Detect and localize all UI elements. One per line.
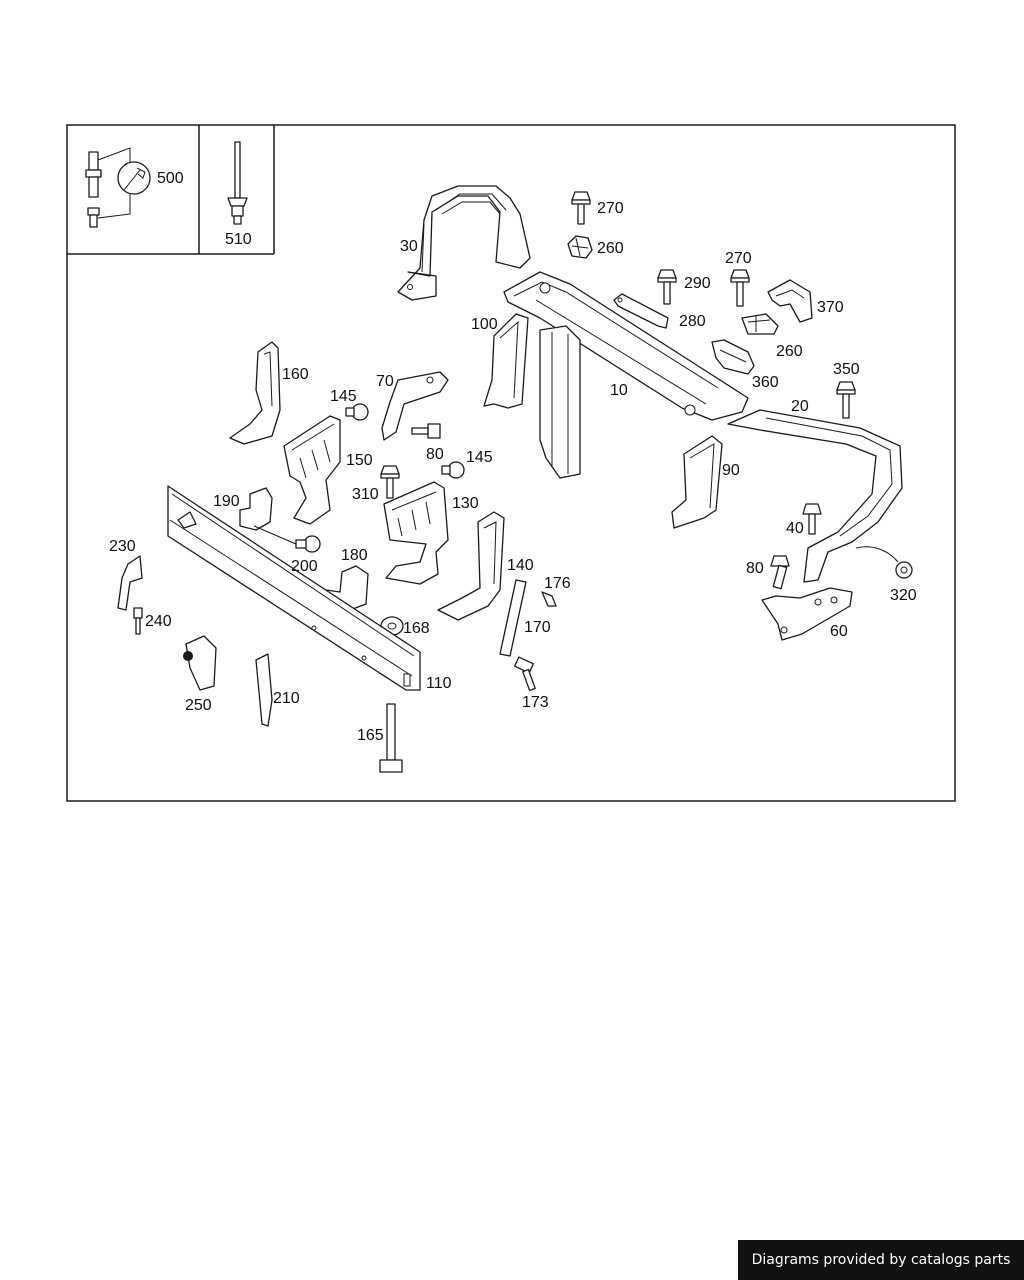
- part-80-bolt-upper: [411, 423, 441, 439]
- part-270-bolt-right: [730, 269, 750, 307]
- part-176-clip: [541, 591, 557, 607]
- label-145-right: 145: [466, 449, 493, 466]
- label-100: 100: [471, 316, 498, 333]
- label-270-right: 270: [725, 250, 752, 267]
- label-170: 170: [524, 619, 551, 636]
- part-145-bolt-left: [345, 403, 369, 421]
- part-320-grommet: [855, 546, 913, 579]
- label-168: 168: [403, 620, 430, 637]
- diagram-frame: [66, 124, 956, 802]
- label-370: 370: [817, 299, 844, 316]
- part-30-bracket: [397, 185, 531, 301]
- part-190-bracket: [239, 487, 273, 531]
- label-190: 190: [213, 493, 240, 510]
- label-350: 350: [833, 361, 860, 378]
- part-270-bolt-upper: [571, 191, 591, 225]
- label-80-upper: 80: [426, 446, 444, 463]
- part-140-bracket: [437, 511, 505, 621]
- part-165-bolt: [379, 703, 403, 773]
- label-70: 70: [376, 373, 394, 390]
- part-230-bracket: [117, 555, 143, 611]
- part-260-clip-right: [741, 313, 779, 335]
- part-90-bracket: [671, 435, 723, 529]
- label-176: 176: [544, 575, 571, 592]
- label-150: 150: [346, 452, 373, 469]
- part-60-bracket: [761, 587, 853, 641]
- label-40: 40: [786, 520, 804, 537]
- part-310-bolt: [380, 465, 400, 499]
- label-20: 20: [791, 398, 809, 415]
- label-310: 310: [352, 486, 379, 503]
- label-165: 165: [357, 727, 384, 744]
- label-145-left: 145: [330, 388, 357, 405]
- part-40-bolt: [802, 503, 822, 535]
- part-210-bracket: [255, 653, 273, 727]
- label-270-upper: 270: [597, 200, 624, 217]
- part-280-brace: [613, 293, 669, 329]
- label-500: 500: [157, 170, 184, 187]
- label-80-lower: 80: [746, 560, 764, 577]
- label-90: 90: [722, 462, 740, 479]
- part-290-bolt: [657, 269, 677, 305]
- label-60: 60: [830, 623, 848, 640]
- part-labels: 500 510 30 270 260 270 290 280 370 260 1…: [109, 170, 917, 744]
- wrench-icon: [117, 161, 151, 195]
- part-173-bolt: [513, 656, 536, 692]
- footer-text: Diagrams provided by catalogs parts: [751, 1252, 1011, 1268]
- part-10-cross-member: [503, 271, 749, 479]
- label-230: 230: [109, 538, 136, 555]
- label-173: 173: [522, 694, 549, 711]
- part-200-bolt: [253, 525, 321, 553]
- label-280: 280: [679, 313, 706, 330]
- label-160: 160: [282, 366, 309, 383]
- footer-banner: Diagrams provided by catalogs parts: [738, 1240, 1024, 1280]
- inset-box: [67, 125, 275, 255]
- part-250-bracket: [183, 635, 217, 691]
- part-350-bolt: [836, 381, 856, 419]
- part-170-strap: [499, 579, 527, 657]
- part-370-bracket: [767, 279, 813, 323]
- label-30: 30: [400, 238, 418, 255]
- part-240-bolt: [133, 607, 143, 635]
- part-145-bolt-right: [441, 461, 465, 479]
- label-510: 510: [225, 231, 252, 248]
- label-180: 180: [341, 547, 368, 564]
- part-160-bracket: [229, 341, 281, 445]
- part-20-bracket: [727, 409, 903, 583]
- part-70-bracket: [381, 371, 449, 441]
- label-240: 240: [145, 613, 172, 630]
- label-140: 140: [507, 557, 534, 574]
- label-260-right: 260: [776, 343, 803, 360]
- label-320: 320: [890, 587, 917, 604]
- part-110-bumper-beam: [167, 485, 421, 691]
- part-360-bracket: [711, 339, 755, 375]
- label-290: 290: [684, 275, 711, 292]
- label-110: 110: [426, 675, 452, 692]
- label-260-upper: 260: [597, 240, 624, 257]
- label-200: 200: [291, 558, 318, 575]
- label-10: 10: [610, 382, 628, 399]
- part-150-bracket: [283, 415, 341, 525]
- part-130-bracket: [383, 481, 449, 585]
- label-210: 210: [273, 690, 300, 707]
- part-260-clip-upper: [567, 235, 593, 259]
- part-100-pillar: [483, 313, 529, 409]
- part-510-stud: [227, 141, 248, 225]
- part-80-bolt-lower: [770, 555, 790, 590]
- label-130: 130: [452, 495, 479, 512]
- label-360: 360: [752, 374, 779, 391]
- label-250: 250: [185, 697, 212, 714]
